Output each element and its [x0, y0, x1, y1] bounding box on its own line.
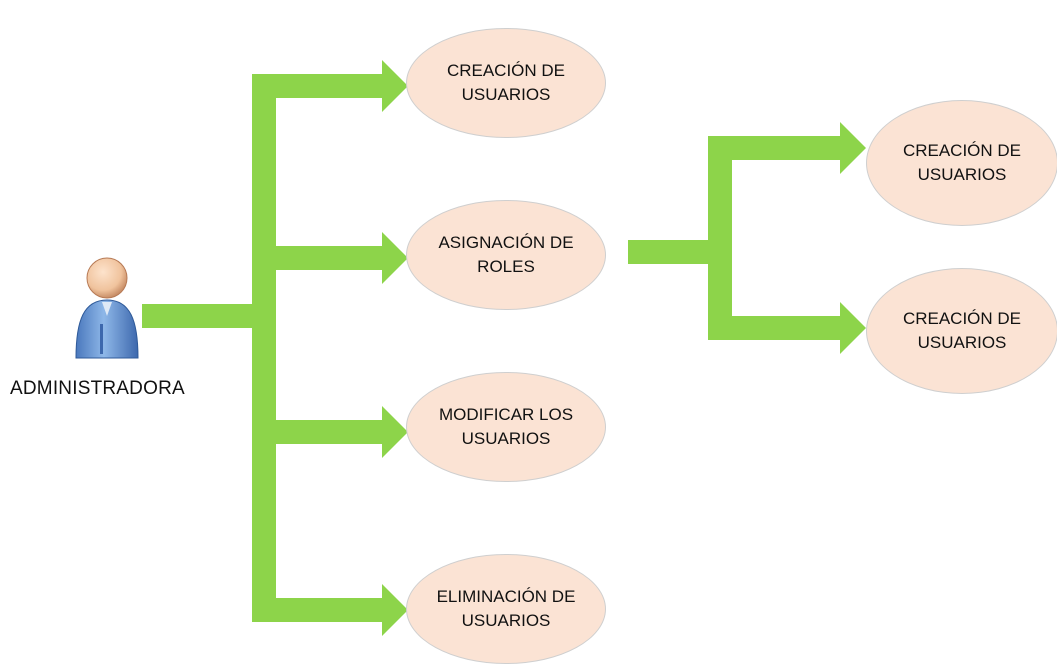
node-label: ASIGNACIÓN DE ROLES [438, 233, 574, 276]
actor-connector [142, 304, 264, 328]
node-asignacion-roles: ASIGNACIÓN DE ROLES [406, 200, 606, 310]
node-sub-creacion-usuarios-1: CREACIÓN DE USUARIOS [866, 100, 1057, 226]
secondary-trunk [708, 136, 732, 340]
connector-arrows [142, 60, 866, 636]
branch-2-arrowhead [382, 232, 408, 284]
actor-label: ADMINISTRADORA [10, 378, 185, 399]
node-eliminacion-usuarios: ELIMINACIÓN DE USUARIOS [406, 554, 606, 664]
branch-2-stem [252, 246, 382, 270]
node-label: CREACIÓN DE USUARIOS [902, 141, 1022, 184]
node-sub-creacion-usuarios-2: CREACIÓN DE USUARIOS [866, 268, 1057, 394]
node-creacion-usuarios: CREACIÓN DE USUARIOS [406, 28, 606, 138]
sub-branch-2-arrowhead [840, 302, 866, 354]
node-label: CREACIÓN DE USUARIOS [902, 309, 1022, 352]
branch-1-arrowhead [382, 60, 408, 112]
branch-3-arrowhead [382, 406, 408, 458]
secondary-connector [628, 240, 722, 264]
branch-1-stem [252, 74, 382, 98]
branch-4-stem [252, 598, 382, 622]
user-icon [75, 257, 139, 359]
node-modificar-usuarios: MODIFICAR LOS USUARIOS [406, 372, 606, 482]
sub-branch-2-stem [708, 316, 840, 340]
main-trunk [252, 74, 276, 622]
branch-4-arrowhead [382, 584, 408, 636]
node-label: CREACIÓN DE USUARIOS [446, 61, 566, 104]
node-label: ELIMINACIÓN DE USUARIOS [436, 587, 576, 630]
sub-branch-1-arrowhead [840, 122, 866, 174]
sub-branch-1-stem [708, 136, 840, 160]
node-label: MODIFICAR LOS USUARIOS [438, 405, 574, 448]
branch-3-stem [252, 420, 382, 444]
